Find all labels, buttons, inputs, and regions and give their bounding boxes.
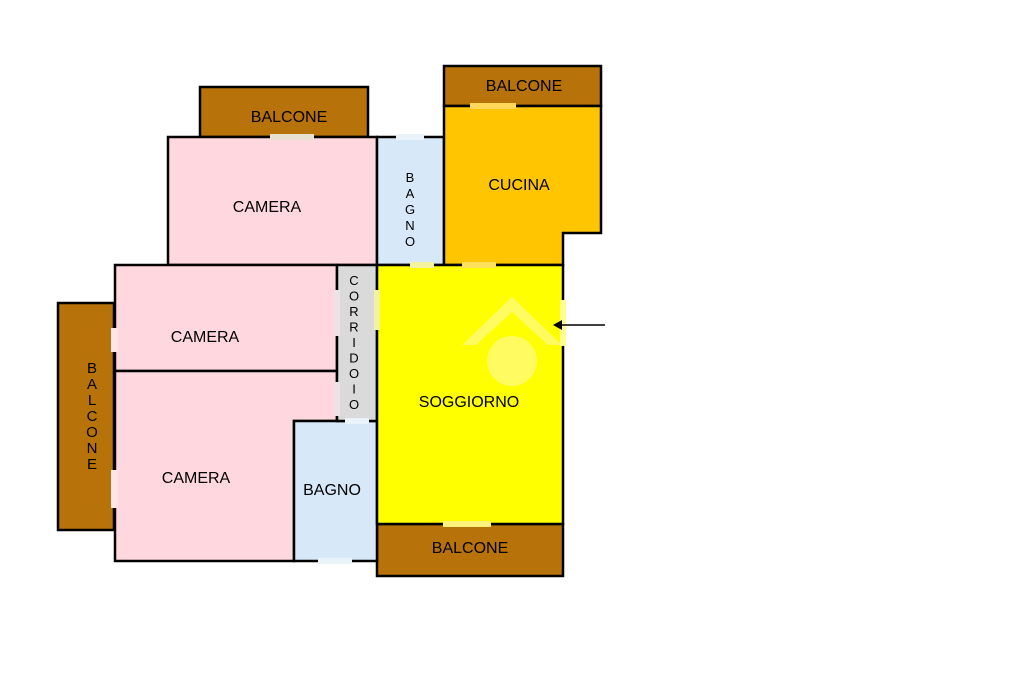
vertical-label-letter: B: [406, 170, 415, 185]
soggiorno-label: SOGGIORNO: [419, 394, 519, 411]
camera-top-label: CAMERA: [233, 199, 302, 216]
opening: [410, 262, 434, 268]
balcony-left: [56, 301, 116, 532]
opening: [443, 521, 491, 527]
vertical-label-letter: N: [87, 440, 98, 457]
opening: [111, 470, 118, 508]
opening: [318, 558, 352, 564]
opening: [345, 418, 369, 424]
opening: [470, 103, 516, 109]
soggiorno-room: [375, 263, 565, 526]
camera-bottom-label: CAMERA: [162, 470, 231, 487]
camera-middle-label: CAMERA: [171, 329, 240, 346]
openings: [111, 103, 566, 564]
balcone-top-right-label: BALCONE: [486, 78, 562, 95]
bagno-bottom-room: [292, 419, 379, 563]
vertical-label-letter: R: [349, 320, 358, 335]
vertical-label-letter: D: [349, 351, 358, 366]
vertical-label-letter: E: [87, 456, 97, 473]
vertical-label-letter: R: [349, 304, 358, 319]
vertical-label-letter: L: [88, 392, 96, 409]
opening: [560, 300, 566, 346]
entrance-arrow-icon: [553, 320, 605, 330]
opening: [374, 290, 380, 330]
opening: [334, 382, 340, 416]
bagno-top-label: BAGNOBAGNO: [405, 170, 415, 249]
opening: [462, 262, 496, 268]
vertical-label-letter: A: [406, 186, 415, 201]
bagno-top-room: [375, 135, 446, 267]
vertical-label-letter: C: [349, 273, 358, 288]
balcony-bottom: [375, 522, 565, 578]
opening: [111, 328, 118, 352]
vertical-label-letter: N: [405, 218, 414, 233]
vertical-label-letter: A: [87, 376, 97, 393]
vertical-label-letter: I: [352, 335, 356, 350]
vertical-label-letter: I: [352, 382, 356, 397]
house-watermark-icon: [462, 297, 562, 386]
vertical-label-letter: O: [349, 366, 359, 381]
cucina-label: CUCINA: [488, 177, 550, 194]
balcony-top-left: [198, 85, 370, 139]
vertical-label-letter: O: [349, 397, 359, 412]
vertical-label-letter: O: [405, 234, 415, 249]
vertical-label-letter: B: [87, 360, 97, 377]
vertical-label-letter: O: [349, 289, 359, 304]
balcone-bottom-label: BALCONE: [432, 540, 508, 557]
vertical-label-letter: G: [405, 202, 415, 217]
vertical-label-letter: C: [87, 408, 98, 425]
opening: [334, 290, 340, 336]
camera-middle-room: [113, 263, 339, 373]
bagno-bottom-label: BAGNO: [303, 482, 361, 499]
opening: [270, 134, 314, 140]
vertical-label-letter: O: [86, 424, 98, 441]
opening: [396, 134, 424, 140]
balcone-top-left-label: BALCONE: [251, 109, 327, 126]
corridoio-label: CORRIDOIOCORRIDOIO: [349, 273, 359, 412]
